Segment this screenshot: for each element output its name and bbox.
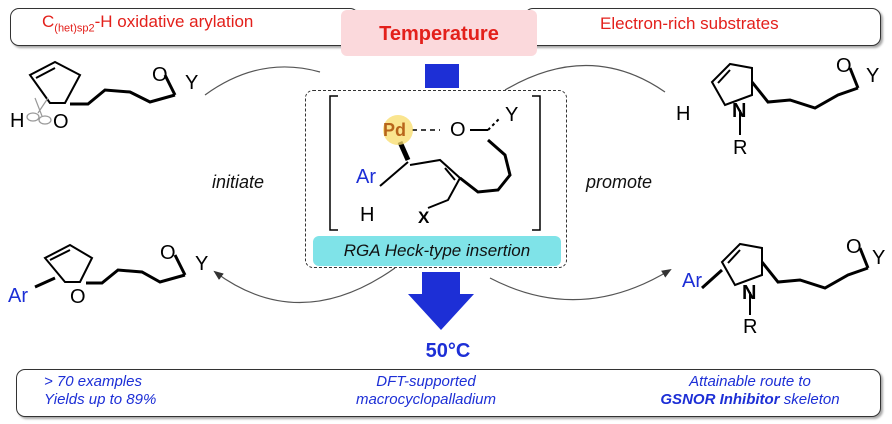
- center-ar-group: Ar: [356, 166, 376, 188]
- pyrrole-n-atom: N: [732, 100, 747, 122]
- scissors-icon: [26, 97, 52, 125]
- pyrrole-y-atom: Y: [866, 65, 880, 87]
- center-x-atom: X: [418, 208, 430, 227]
- dft-line2: macrocyclopalladium: [355, 391, 497, 408]
- gsnor-inhibitor-bold: GSNOR Inhibitor: [660, 391, 780, 408]
- furan-product: [34, 243, 187, 289]
- blue-square-marker: [425, 64, 459, 88]
- summary-examples: > 70 examples Yields up to 89%: [44, 373, 156, 409]
- center-h-atom: H: [360, 204, 375, 226]
- gsnor-line2: GSNOR Inhibitor skeleton: [625, 391, 875, 409]
- arc-top-left: [204, 66, 321, 96]
- furan-product-carbonyl-o: O: [160, 242, 176, 264]
- arc-top-right: [504, 64, 666, 93]
- pyrrole-product-r-group: R: [743, 316, 758, 338]
- gsnor-line1: Attainable route to: [689, 373, 811, 390]
- electron-rich-label: Electron-rich substrates: [600, 14, 779, 33]
- oxidative-arylation-label: C(het)sp2-H oxidative arylation: [42, 12, 254, 35]
- examples-count: > 70 examples: [44, 373, 142, 390]
- initiate-label: initiate: [212, 172, 265, 192]
- pyrrole-product-carbonyl-o: O: [846, 236, 862, 258]
- summary-dft: DFT-supported macrocyclopalladium: [326, 373, 526, 409]
- furan-y-atom: Y: [185, 72, 199, 94]
- gsnor-skeleton: skeleton: [779, 391, 840, 408]
- yields-text: Yields up to 89%: [44, 391, 157, 408]
- header-left-box: [10, 8, 359, 46]
- dft-line1: DFT-supported: [376, 373, 476, 390]
- intermediate-box: [305, 90, 567, 268]
- pd-atom: Pd: [383, 120, 407, 140]
- summary-box: [16, 369, 881, 417]
- pyrrole-product: [700, 242, 870, 315]
- arc-bottom-right: [489, 268, 672, 301]
- pyrrole-carbonyl-o: O: [836, 55, 852, 77]
- furan-h-atom: H: [10, 110, 25, 132]
- pyrrole-product-y-atom: Y: [872, 247, 886, 269]
- furan-product-y-atom: Y: [195, 253, 209, 275]
- pyrrole-h-atom: H: [676, 103, 691, 125]
- temperature-box: Temperature: [341, 10, 537, 56]
- palladacycle: [329, 95, 541, 231]
- pyrrole-starting-material: [710, 62, 860, 135]
- furan-o-atom: O: [53, 111, 69, 133]
- arc-bottom-left: [213, 267, 396, 304]
- furan-product-o-atom: O: [70, 286, 86, 308]
- pyrrole-r-group: R: [733, 137, 748, 159]
- furan-carbonyl-o: O: [152, 64, 168, 86]
- header-right-box: [524, 8, 881, 46]
- pd-highlight: [383, 115, 413, 145]
- insertion-box: RGA Heck-type insertion: [313, 236, 561, 266]
- blue-down-arrow: [408, 272, 474, 330]
- pyrrole-ar-group: Ar: [682, 270, 702, 292]
- insertion-label: RGA Heck-type insertion: [343, 241, 531, 260]
- promote-label: promote: [586, 172, 653, 192]
- temperature-value: 50°C: [425, 340, 471, 362]
- summary-gsnor: Attainable route to GSNOR Inhibitor skel…: [625, 373, 875, 409]
- furan-ar-group: Ar: [8, 285, 28, 307]
- furan-starting-material: [28, 60, 177, 106]
- center-o-atom: O: [450, 119, 466, 141]
- center-y-atom: Y: [505, 104, 519, 126]
- pyrrole-product-n-atom: N: [742, 282, 757, 304]
- temperature-label: Temperature: [379, 23, 499, 45]
